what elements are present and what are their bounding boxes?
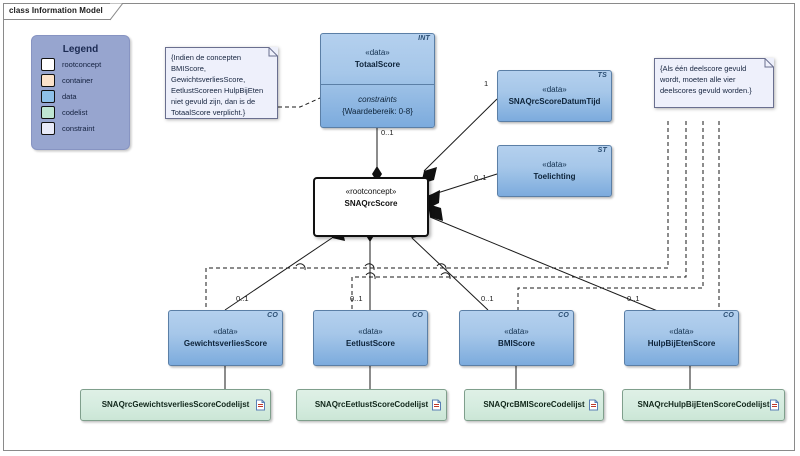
legend-label-codelist: codelist — [62, 108, 88, 117]
class-totaalscore-constraints-text: {Waardebereik: 0-8} — [342, 107, 413, 116]
codelist-hulpbijeten[interactable]: SNAQrcHulpBijEtenScoreCodelijst — [622, 389, 785, 421]
class-eetlustscore-name: EetlustScore — [346, 339, 395, 348]
class-toelichting-stereotype: «data» — [542, 160, 567, 169]
class-hulpbijetenscore-name: HulpBijEtenScore — [647, 339, 716, 348]
diagram-frame-tab — [3, 3, 111, 20]
note-shape — [654, 58, 774, 108]
class-hulpbijetenscore-body: «data» HulpBijEtenScore — [625, 311, 738, 365]
class-snaqrcscore-name: SNAQrcScore — [344, 199, 398, 208]
class-bmiscore[interactable]: CO «data» BMIScore — [459, 310, 574, 366]
class-snaqrcscore-stereotype: «rootconcept» — [345, 187, 397, 196]
class-bmiscore-corner-tag: CO — [558, 312, 569, 319]
class-toelichting-name: Toelichting — [533, 172, 576, 181]
class-eetlustscore-corner-tag: CO — [412, 312, 423, 319]
class-totaalscore-constraints-label: constraints — [358, 95, 397, 104]
class-bmiscore-stereotype: «data» — [504, 327, 529, 336]
legend-item-container: container — [41, 74, 129, 87]
class-totaalscore[interactable]: INT «data» TotaalScore constraints {Waar… — [320, 33, 435, 128]
class-totaalscore-stereotype: «data» — [365, 48, 390, 57]
class-hulpbijetenscore-corner-tag: CO — [723, 312, 734, 319]
class-snaqrcscoredatumtijd[interactable]: TS «data» SNAQrcScoreDatumTijd — [497, 70, 612, 122]
legend-swatch-data — [41, 90, 55, 103]
class-bmiscore-name: BMIScore — [498, 339, 535, 348]
class-eetlustscore-body: «data» EetlustScore — [314, 311, 427, 365]
codelist-bmi[interactable]: SNAQrcBMIScoreCodelijst — [464, 389, 604, 421]
document-icon — [432, 399, 441, 411]
class-toelichting-corner-tag: ST — [597, 147, 607, 154]
multiplicity-gewichtsverlies: 0..1 — [236, 294, 249, 303]
class-gewichtsverliesscore-name: GewichtsverliesScore — [183, 339, 268, 348]
note-deelscores: {Als één deelscore gevuld wordt, moeten … — [654, 58, 774, 108]
class-totaalscore-constraints: constraints {Waardebereik: 0-8} — [321, 85, 434, 127]
multiplicity-bmi: 0..1 — [481, 294, 494, 303]
note-totaalscore: {Indien de concepten BMIScore, Gewichtsv… — [165, 47, 278, 119]
legend-swatch-container — [41, 74, 55, 87]
legend-swatch-codelist — [41, 106, 55, 119]
codelist-eetlust-name: SNAQrcEetlustScoreCodelijst — [314, 400, 429, 409]
class-eetlustscore[interactable]: CO «data» EetlustScore — [313, 310, 428, 366]
codelist-bmi-name: SNAQrcBMIScoreCodelijst — [483, 400, 585, 409]
legend-item-constraint: constraint — [41, 122, 129, 135]
multiplicity-totaalscore: 0..1 — [381, 128, 394, 137]
multiplicity-datumtijd: 1 — [484, 79, 489, 88]
document-icon — [770, 399, 779, 411]
multiplicity-toelichting: 0..1 — [474, 173, 487, 182]
codelist-gewichtsverlies[interactable]: SNAQrcGewichtsverliesScoreCodelijst — [80, 389, 271, 421]
legend-swatch-rootconcept — [41, 58, 55, 71]
legend-label-rootconcept: rootconcept — [62, 60, 102, 69]
note-shape — [165, 47, 278, 119]
multiplicity-eetlust: 0..1 — [350, 294, 363, 303]
legend-label-container: container — [62, 76, 93, 85]
codelist-hulpbijeten-name: SNAQrcHulpBijEtenScoreCodelijst — [637, 400, 770, 409]
class-totaalscore-corner-tag: INT — [418, 35, 430, 42]
note-totaalscore-text: {Indien de concepten BMIScore, Gewichtsv… — [171, 53, 264, 117]
legend-item-data: data — [41, 90, 129, 103]
legend-panel: Legend rootconcept container data codeli… — [31, 35, 130, 150]
class-gewichtsverliesscore-body: «data» GewichtsverliesScore — [169, 311, 282, 365]
class-hulpbijetenscore-stereotype: «data» — [669, 327, 694, 336]
class-snaqrcscore-rootconcept[interactable]: «rootconcept» SNAQrcScore — [313, 177, 429, 237]
diagram-frame-title: class Information Model — [9, 6, 103, 15]
codelist-eetlust[interactable]: SNAQrcEetlustScoreCodelijst — [296, 389, 447, 421]
class-snaqrcscoredatumtijd-stereotype: «data» — [542, 85, 567, 94]
legend-title: Legend — [62, 44, 99, 55]
legend-swatch-constraint — [41, 122, 55, 135]
class-snaqrcscoredatumtijd-body: «data» SNAQrcScoreDatumTijd — [498, 71, 611, 121]
class-toelichting-body: «data» Toelichting — [498, 146, 611, 196]
class-totaalscore-name: TotaalScore — [354, 60, 401, 69]
diagram-frame-tab-corner — [110, 3, 124, 21]
class-eetlustscore-stereotype: «data» — [358, 327, 383, 336]
class-gewichtsverliesscore[interactable]: CO «data» GewichtsverliesScore — [168, 310, 283, 366]
class-totaalscore-header: INT «data» TotaalScore — [321, 34, 434, 85]
legend-item-codelist: codelist — [41, 106, 129, 119]
multiplicity-hulpbijeten: 0..1 — [627, 294, 640, 303]
class-snaqrcscore-body: «rootconcept» SNAQrcScore — [315, 179, 427, 242]
document-icon — [256, 399, 265, 411]
class-snaqrcscoredatumtijd-name: SNAQrcScoreDatumTijd — [508, 97, 601, 106]
class-bmiscore-body: «data» BMIScore — [460, 311, 573, 365]
legend-label-constraint: constraint — [62, 124, 95, 133]
note-deelscores-text: {Als één deelscore gevuld wordt, moeten … — [660, 64, 752, 95]
document-icon — [589, 399, 598, 411]
class-hulpbijetenscore[interactable]: CO «data» HulpBijEtenScore — [624, 310, 739, 366]
class-gewichtsverliesscore-stereotype: «data» — [213, 327, 238, 336]
class-toelichting[interactable]: ST «data» Toelichting — [497, 145, 612, 197]
class-gewichtsverliesscore-corner-tag: CO — [267, 312, 278, 319]
class-snaqrcscoredatumtijd-corner-tag: TS — [597, 72, 607, 79]
codelist-gewichtsverlies-name: SNAQrcGewichtsverliesScoreCodelijst — [101, 400, 250, 409]
legend-label-data: data — [62, 92, 77, 101]
legend-item-rootconcept: rootconcept — [41, 58, 129, 71]
